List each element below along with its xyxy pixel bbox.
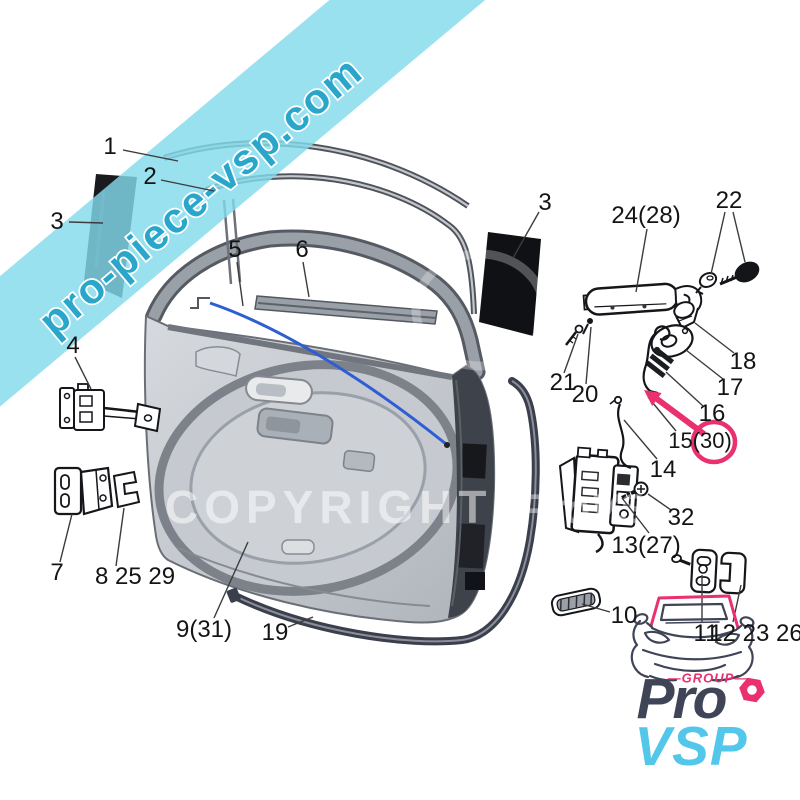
logo-group-label: —GROUP—: [667, 670, 749, 686]
part-label-9-31: 9(31): [175, 616, 233, 643]
copyright-text: COPYRIGHT: [165, 481, 492, 533]
door-weatherstrip: [226, 377, 540, 646]
part-label-8-25-29: 8 25 29: [94, 563, 176, 590]
copyright-watermark: COPYRIGHT ProVSP: [165, 249, 675, 533]
lock-rod-14: [609, 395, 632, 470]
part-label-7: 7: [50, 559, 64, 586]
part-label-22: 22: [715, 187, 743, 214]
vent-part: [550, 587, 602, 617]
svg-text:pro-piece-vsp.com: pro-piece-vsp.com: [30, 46, 372, 345]
hinge-bracket: [112, 470, 141, 509]
part-label-19: 19: [261, 619, 289, 646]
key-and-barrel: [695, 261, 760, 295]
door-hinge: [53, 466, 114, 516]
part-label-10: 10: [610, 602, 638, 629]
part-label-3-right: 3: [538, 189, 552, 216]
part-label-15-30: 15(30): [668, 428, 732, 453]
part-label-14: 14: [649, 456, 677, 483]
retaining-clip: [645, 346, 675, 379]
logo-vsp-text: VSP: [634, 715, 748, 777]
part-label-12-23-26: 12 23 26: [709, 620, 800, 647]
lock-cylinder: [673, 301, 699, 330]
leader-lines: [59, 149, 746, 628]
striker-spacer: [719, 551, 747, 595]
belt-molding: [254, 295, 438, 325]
part-label-6: 6: [295, 236, 309, 263]
part-label-20: 20: [571, 381, 599, 408]
part-label-4: 4: [66, 332, 80, 359]
part-label-17: 17: [716, 374, 744, 401]
door-cable: [190, 297, 450, 448]
part-label-2: 2: [143, 163, 157, 190]
hex-nut-icon: [739, 677, 765, 703]
quarter-glass-right: [479, 232, 541, 336]
part-label-16: 16: [698, 400, 726, 427]
watermark-url-text: pro-piece-vsp.com: [28, 45, 371, 347]
lock-screw: [621, 481, 649, 500]
door-assembly: [143, 229, 496, 624]
part-label-21: 21: [549, 369, 577, 396]
part-label-3-left: 3: [50, 208, 64, 235]
part-label-18: 18: [729, 348, 757, 375]
part-label-11: 11: [693, 620, 719, 647]
part-label-5: 5: [228, 236, 242, 263]
logo-pro-text: Pro: [636, 667, 727, 731]
striker-plate: [671, 548, 718, 594]
part-label-13-27: 13(27): [611, 532, 681, 559]
handle-screws: [565, 318, 593, 346]
door-check-strap: [59, 383, 162, 433]
highlight-group: [644, 390, 738, 465]
highlight-circle: [690, 419, 738, 465]
ghost-logo-text: ProVSP: [520, 485, 675, 532]
car-sketch: [630, 594, 755, 682]
part-label-24-28: 24(28): [611, 202, 681, 229]
part-label-1: 1: [103, 133, 117, 160]
part-label-32: 32: [667, 504, 695, 531]
